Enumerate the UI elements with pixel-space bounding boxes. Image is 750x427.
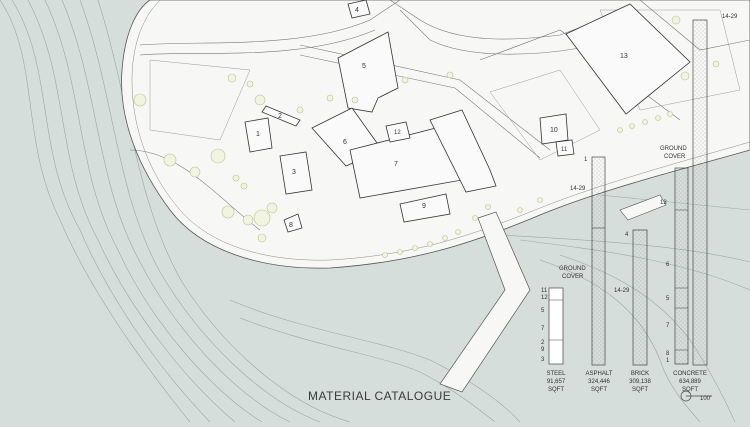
steel-tick-12: 12 (541, 295, 548, 301)
scale-label: 100' (700, 396, 711, 402)
building-label-8: 8 (289, 222, 293, 229)
page-title: MATERIAL CATALOGUE (308, 389, 451, 403)
concrete-top-label-1: GROUND (660, 146, 687, 152)
asphalt-value: 324,446 (588, 379, 610, 385)
steel-tick-3: 3 (541, 357, 545, 363)
brick-tick-4: 4 (625, 232, 629, 238)
bar-labels: GROUND COVER 11 12 5 7 2 9 3 14-29 1 4 1… (541, 14, 738, 364)
building-3 (279, 151, 313, 195)
building-1 (244, 117, 273, 153)
building-label-7: 7 (394, 161, 398, 168)
bar-concrete (674, 167, 689, 365)
roads (129, 0, 750, 231)
land-edge-inner (131, 0, 750, 261)
steel-tick-11: 11 (541, 288, 548, 294)
concrete-tick-8: 8 (666, 351, 670, 357)
concrete-tick-1: 1 (666, 358, 670, 364)
concrete-tick-6: 6 (666, 262, 670, 268)
building-5 (337, 31, 399, 113)
steel-name: STEEL (546, 371, 566, 377)
building-label-3: 3 (292, 169, 296, 176)
building-label-10: 10 (550, 127, 558, 134)
building-label-9: 9 (422, 203, 426, 210)
steel-tick-5: 5 (541, 308, 545, 314)
bar-steel (548, 287, 564, 365)
building-complex (429, 109, 497, 193)
building-label-1: 1 (256, 131, 260, 138)
building-label-13: 13 (620, 53, 628, 60)
asphalt-unit: SQFT (591, 387, 607, 393)
building-label-12: 12 (394, 130, 401, 136)
concrete-value: 634,889 (679, 379, 701, 385)
building-label-4: 4 (355, 7, 359, 14)
steel-tick-2: 2 (541, 340, 545, 346)
steel-top-label-1: GROUND (559, 266, 586, 272)
building-label-11: 11 (561, 147, 568, 153)
building-9 (399, 193, 451, 223)
brick-value: 309,138 (629, 379, 651, 385)
trees (133, 15, 720, 258)
steel-top-label-2: COVER (562, 274, 584, 280)
concrete-tick-5: 5 (666, 296, 670, 302)
building-11 (555, 139, 575, 157)
buildings (244, 0, 691, 233)
concrete-tick-7: 7 (666, 323, 670, 329)
building-label-6: 6 (343, 139, 347, 146)
building-2 (261, 105, 301, 127)
building-12 (385, 121, 411, 143)
brick-unit: SQFT (632, 387, 648, 393)
building-8 (283, 213, 303, 233)
tall-tick-13: 13 (660, 200, 667, 206)
concrete-top-label-2: COVER (664, 154, 686, 160)
asphalt-tick-1: 1 (584, 157, 588, 163)
concrete-name: CONCRETE (673, 371, 707, 377)
scale-indicator: 100' (680, 390, 712, 402)
bar-tall (692, 19, 708, 366)
asphalt-label-14-29: 14-29 (570, 186, 586, 192)
brick-label-14-29: 14-29 (614, 288, 630, 294)
steel-tick-7: 7 (541, 326, 545, 332)
asphalt-name: ASPHALT (586, 371, 613, 377)
building-10 (539, 113, 569, 145)
bar-brick (632, 229, 648, 366)
tall-label-14-29: 14-29 (722, 14, 738, 20)
building-4 (347, 0, 371, 19)
bar-captions: STEEL 91,657 SQFT ASPHALT 324,446 SQFT B… (546, 371, 706, 393)
steel-tick-9: 9 (541, 347, 545, 353)
pier (439, 194, 667, 393)
building-label-5: 5 (362, 63, 366, 70)
building-13 (565, 3, 691, 115)
material-bars (548, 19, 708, 366)
building-label-2: 2 (278, 113, 282, 120)
bar-asphalt (591, 156, 606, 366)
steel-value: 91,657 (547, 379, 566, 385)
steel-unit: SQFT (548, 387, 564, 393)
concrete-unit: SQFT (682, 387, 698, 393)
brick-name: BRICK (631, 371, 649, 377)
building-labels: 1 2 3 4 5 6 7 8 9 10 11 12 13 (256, 7, 628, 229)
